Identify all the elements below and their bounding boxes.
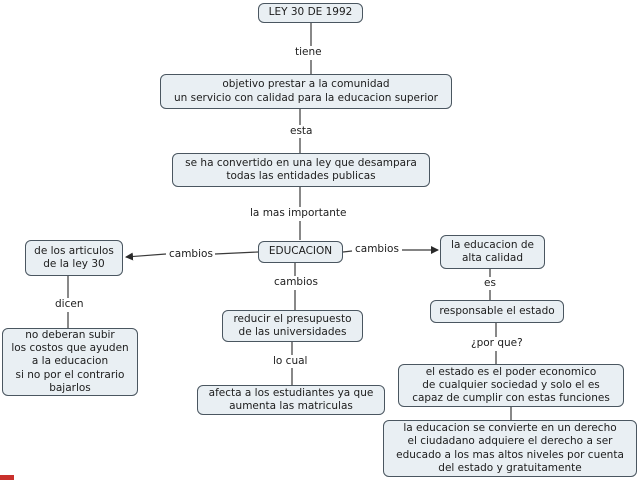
- node-afecta: afecta a los estudiantes ya que aumenta …: [197, 385, 385, 415]
- node-no-deberan: no deberan subir los costos que ayuden a…: [2, 328, 138, 396]
- node-objetivo: objetivo prestar a la comunidad un servi…: [160, 74, 452, 109]
- link-label-dicen: dicen: [53, 298, 86, 311]
- node-presupuesto: reducir el presupuesto de las universida…: [222, 310, 363, 342]
- link-label-tiene: tiene: [293, 46, 324, 59]
- link-label-por-que: ¿por que?: [469, 337, 525, 350]
- corner-marker: [0, 475, 14, 480]
- node-convertido: se ha convertido en una ley que desampar…: [172, 153, 430, 187]
- node-articulos: de los articulos de la ley 30: [25, 240, 123, 276]
- link-label-la-mas-importante: la mas importante: [248, 207, 349, 220]
- node-ley-30: LEY 30 DE 1992: [258, 3, 363, 23]
- node-educacion: EDUCACION: [258, 241, 343, 263]
- link-label-es: es: [482, 277, 498, 290]
- link-label-cambios-left: cambios: [167, 248, 215, 261]
- node-alta-calidad: la educacion de alta calidad: [440, 235, 545, 269]
- link-label-cambios-down: cambios: [272, 276, 320, 289]
- link-label-cambios-right: cambios: [353, 243, 401, 256]
- node-responsable: responsable el estado: [430, 300, 564, 323]
- link-label-lo-cual: lo cual: [271, 355, 310, 368]
- node-poder: el estado es el poder economico de cualq…: [398, 364, 624, 407]
- link-label-esta: esta: [288, 125, 315, 138]
- node-derecho: la educacion se convierte en un derecho …: [383, 420, 637, 477]
